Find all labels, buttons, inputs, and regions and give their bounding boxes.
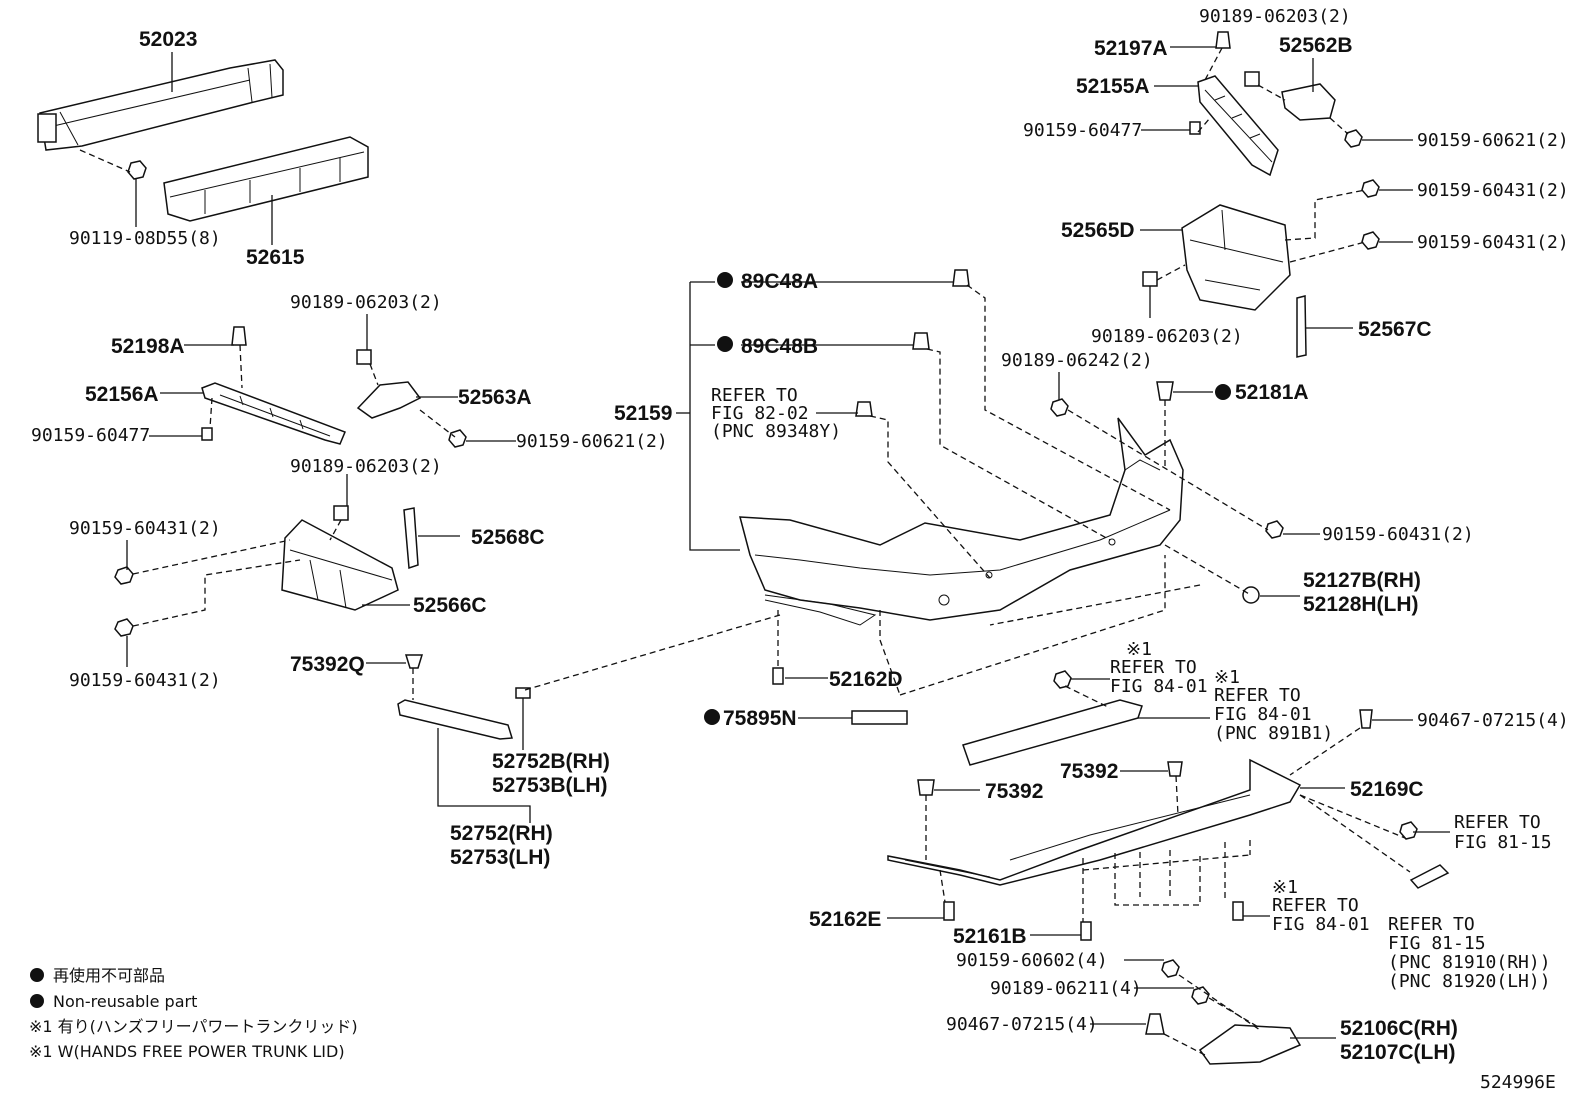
label-75392-a: 75392 <box>1060 760 1118 783</box>
legend: 再使用不可部品 Non-reusable part ※1 有り(ハンズフリーパワ… <box>29 966 358 1061</box>
label-90467-07215-bot: 90467-07215(4) <box>946 1014 1098 1035</box>
label-52169C: 52169C <box>1350 778 1424 801</box>
part-52568C-drawing <box>403 507 419 570</box>
refer-81a-line1: REFER TO <box>1454 812 1541 833</box>
label-90189-06211: 90189-06211(4) <box>990 978 1142 999</box>
legend-line4: ※1 W(HANDS FREE POWER TRUNK LID) <box>29 1042 345 1061</box>
part-52562B-drawing <box>1281 83 1336 121</box>
label-52567C: 52567C <box>1358 318 1432 341</box>
label-90159-60431-d: 90159-60431(2) <box>69 518 221 539</box>
label-90159-60602: 90159-60602(4) <box>956 950 1108 971</box>
label-90189-06203-mid: 90189-06203(2) <box>1091 326 1243 347</box>
label-90159-60621-left: 90159-60621(2) <box>516 431 668 452</box>
label-52198A: 52198A <box>111 335 185 358</box>
label-52161B: 52161B <box>953 925 1027 948</box>
label-90159-60431-c: 90159-60431(2) <box>1322 524 1474 545</box>
label-75392Q: 75392Q <box>290 653 365 676</box>
refer-82-line1: REFER TO <box>711 385 798 406</box>
part-75895N-drawing <box>851 710 908 725</box>
label-90189-06203-left: 90189-06203(2) <box>290 292 442 313</box>
part-52615-drawing <box>163 136 369 222</box>
refer-82-line3: (PNC 89348Y) <box>711 421 841 442</box>
non-reusable-markers <box>30 272 1231 1008</box>
label-90189-06203-c: 90189-06203(2) <box>290 456 442 477</box>
label-52023: 52023 <box>139 28 197 51</box>
label-52127B: 52127B(RH) <box>1303 569 1421 592</box>
part-52155A-drawing <box>1197 75 1279 177</box>
label-75895N: 75895N <box>723 707 797 730</box>
label-90119-08D55: 90119-08D55(8) <box>69 228 221 249</box>
part-52566C-drawing <box>281 519 399 611</box>
part-52023-drawing <box>37 59 284 151</box>
part-52565D-drawing <box>1181 204 1291 311</box>
refer-84b-line1: REFER TO <box>1214 685 1301 706</box>
label-52753: 52753(LH) <box>450 846 550 869</box>
legend-line2: Non-reusable part <box>53 992 197 1011</box>
refer-84c-mark: ※1 <box>1272 877 1298 898</box>
label-52162D: 52162D <box>829 668 903 691</box>
label-52156A: 52156A <box>85 383 159 406</box>
refer-84a-line1: REFER TO <box>1110 657 1197 678</box>
label-52752B: 52752B(RH) <box>492 750 610 773</box>
label-90159-60477-left: 90159-60477 <box>31 425 150 446</box>
leader-lines <box>126 46 1450 1039</box>
legend-line1: 再使用不可部品 <box>53 966 165 985</box>
part-52156A-drawing <box>201 382 346 445</box>
label-52565D: 52565D <box>1061 219 1135 242</box>
refer-84a-mark: ※1 <box>1126 639 1152 660</box>
label-52753B: 52753B(LH) <box>492 774 608 797</box>
part-52563A-drawing <box>356 381 422 419</box>
install-lines <box>79 47 1411 1056</box>
label-52615: 52615 <box>246 246 305 269</box>
refer-84b-line3: (PNC 891B1) <box>1214 723 1333 744</box>
label-90159-60431-e: 90159-60431(2) <box>69 670 221 691</box>
label-52107C: 52107C(LH) <box>1340 1041 1456 1064</box>
label-52128H: 52128H(LH) <box>1303 593 1419 616</box>
label-90467-07215-top: 90467-07215(4) <box>1417 710 1569 731</box>
refer-81b-line1: REFER TO <box>1388 914 1475 935</box>
label-52752: 52752(RH) <box>450 822 553 845</box>
label-52106C: 52106C(RH) <box>1340 1017 1458 1040</box>
part-52169C-drawing <box>887 758 1302 886</box>
label-52197A: 52197A <box>1094 37 1168 60</box>
part-52567C-drawing <box>1296 295 1307 358</box>
label-52568C: 52568C <box>471 526 545 549</box>
label-90159-60431-a: 90159-60431(2) <box>1417 180 1569 201</box>
refer-84c-line2: FIG 84-01 <box>1272 914 1370 935</box>
label-90189-06242: 90189-06242(2) <box>1001 350 1153 371</box>
refer-84a-line2: FIG 84-01 <box>1110 676 1208 697</box>
refer-82-line2: FIG 82-02 <box>711 403 809 424</box>
label-52159: 52159 <box>614 402 672 425</box>
part-52159-bumper-cover <box>739 417 1184 626</box>
part-52106C-drawing <box>1198 1024 1302 1065</box>
refer-81b-line4: (PNC 81920(LH)) <box>1388 971 1551 992</box>
diagram-id: 524996E <box>1480 1072 1556 1093</box>
part-52752-drawing <box>397 699 513 740</box>
part-strip-drawing <box>962 699 1143 766</box>
label-52563A: 52563A <box>458 386 532 409</box>
refer-84b-mark: ※1 <box>1214 667 1240 688</box>
label-52181A: 52181A <box>1235 381 1309 404</box>
refer-81a-line2: FIG 81-15 <box>1454 832 1552 853</box>
label-89C48B: 89C48B <box>741 335 818 358</box>
label-90189-06203-top: 90189-06203(2) <box>1199 6 1351 27</box>
fasteners <box>114 31 1418 1035</box>
refer-81b-line3: (PNC 81910(RH)) <box>1388 952 1551 973</box>
refer-84c-line1: REFER TO <box>1272 895 1359 916</box>
refer-81b-line2: FIG 81-15 <box>1388 933 1486 954</box>
label-52155A: 52155A <box>1076 75 1150 98</box>
legend-line3: ※1 有り(ハンズフリーパワートランクリッド) <box>29 1017 358 1036</box>
label-52162E: 52162E <box>809 908 881 931</box>
label-52566C: 52566C <box>413 594 487 617</box>
label-52562B: 52562B <box>1279 34 1353 57</box>
refer-84b-line2: FIG 84-01 <box>1214 704 1312 725</box>
label-90159-60621-top: 90159-60621(2) <box>1417 130 1569 151</box>
label-89C48A: 89C48A <box>741 270 818 293</box>
label-90159-60431-b: 90159-60431(2) <box>1417 232 1569 253</box>
label-90159-60477-top: 90159-60477 <box>1023 120 1142 141</box>
label-75392-b: 75392 <box>985 780 1043 803</box>
part-81-15-drawing <box>1409 864 1450 889</box>
